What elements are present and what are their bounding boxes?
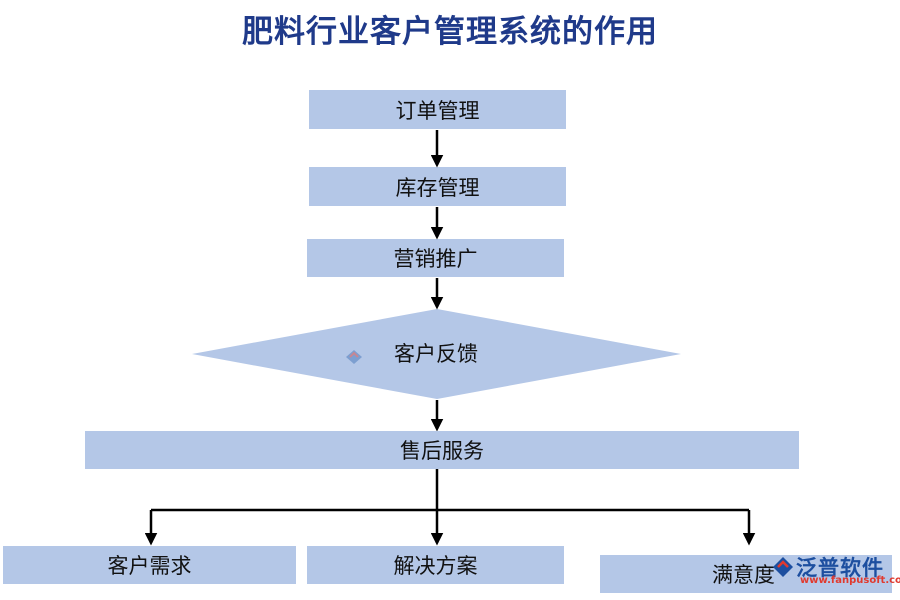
node-customer-needs: 客户需求 — [3, 546, 296, 584]
fanpu-logo: 泛普软件 www.fanpusoft.com — [770, 550, 900, 590]
node-after-sales-service-label: 售后服务 — [400, 439, 484, 463]
node-marketing-promotion-label: 营销推广 — [393, 247, 478, 271]
node-solution-label: 解决方案 — [393, 554, 478, 578]
node-order-management: 订单管理 — [309, 90, 566, 129]
page-title: 肥料行业客户管理系统的作用 — [242, 14, 658, 50]
node-inventory-management-label: 库存管理 — [395, 175, 480, 200]
fanpu-logo-icon — [346, 350, 362, 364]
fanpu-brand-icon — [773, 557, 793, 577]
node-solution: 解决方案 — [307, 546, 564, 584]
node-customer-feedback-shape — [192, 309, 681, 399]
node-inventory-management: 库存管理 — [309, 167, 566, 206]
fanpu-brand-name: 泛普软件 — [796, 556, 884, 580]
node-marketing-promotion: 营销推广 — [307, 239, 564, 277]
node-customer-needs-label: 客户需求 — [107, 554, 192, 578]
node-satisfaction: 满意度 — [600, 555, 892, 593]
node-after-sales-service: 售后服务 — [85, 431, 799, 469]
node-satisfaction-label: 满意度 — [712, 563, 775, 587]
node-customer-feedback-label: 客户反馈 — [394, 342, 478, 366]
node-order-management-label: 订单管理 — [395, 98, 480, 123]
fanpu-brand-url: www.fanpusoft.com — [800, 575, 900, 586]
center-watermark — [344, 348, 364, 366]
